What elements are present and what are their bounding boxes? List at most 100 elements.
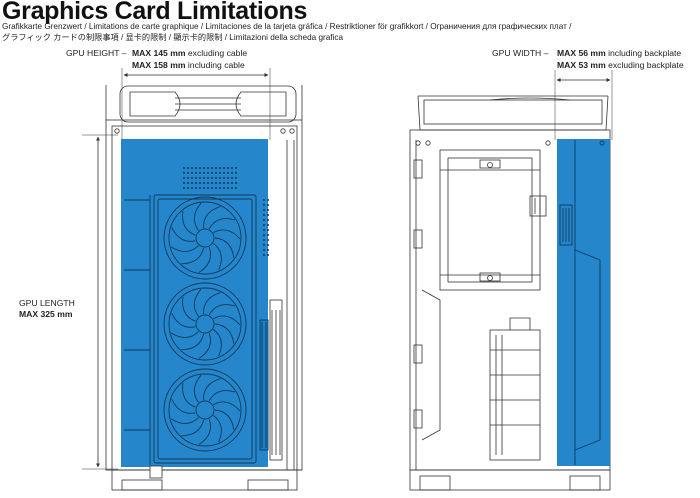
vent-dot <box>191 187 193 189</box>
gpu-length-label: GPU LENGTH MAX 325 mm <box>19 298 75 319</box>
vent-dot <box>267 239 269 241</box>
vent-dot <box>267 224 269 226</box>
vent-dot <box>227 182 229 184</box>
vent-dot <box>207 172 209 174</box>
fan-blade <box>171 313 196 328</box>
riser-cable-left <box>149 299 283 479</box>
vent-dot <box>231 167 233 169</box>
vent-dot <box>211 172 213 174</box>
vent-dot <box>219 172 221 174</box>
vent-dot <box>187 172 189 174</box>
vent-dot <box>207 187 209 189</box>
subtitle: Grafikkarte Grenzwert / Limitations de c… <box>2 22 602 43</box>
gpu-clearance-area-right <box>557 139 610 466</box>
vent-dot <box>211 167 213 169</box>
vent-dot <box>215 182 217 184</box>
fan-blade <box>170 331 199 338</box>
vent-dot <box>263 214 265 216</box>
vent-dot <box>211 182 213 184</box>
vent-dot <box>207 167 209 169</box>
vent-dot <box>215 177 217 179</box>
vent-dot <box>231 177 233 179</box>
vent-dot <box>267 219 269 221</box>
fan-blade <box>170 245 199 252</box>
fan-blade <box>214 237 235 258</box>
vent-dot <box>195 182 197 184</box>
fan-blade <box>203 378 221 401</box>
fan-blade <box>198 246 212 273</box>
front-view <box>82 68 303 491</box>
drive-bay <box>439 149 541 291</box>
gpu-height-max1-note: excluding cable <box>187 48 248 58</box>
gpu-width-max1: MAX 56 mm including backplate <box>557 48 681 59</box>
fan-blade <box>182 210 196 236</box>
gpu-width-max2: MAX 53 mm excluding backplate <box>557 60 684 71</box>
fan-blade <box>213 315 241 326</box>
gpu-side-profile <box>559 140 605 465</box>
vent-dot <box>187 177 189 179</box>
vent-dot <box>223 177 225 179</box>
vent-dot <box>267 229 269 231</box>
fan-blade <box>181 247 205 265</box>
vent-dot <box>203 187 205 189</box>
vent-dot <box>263 199 265 201</box>
fan-blade <box>170 417 199 424</box>
vent-dot <box>267 214 269 216</box>
vent-dot <box>195 177 197 179</box>
vent-dot <box>235 182 237 184</box>
vent-dot <box>219 187 221 189</box>
vent-dot <box>207 177 209 179</box>
fan-blade <box>198 418 212 445</box>
fan-blade <box>213 243 222 271</box>
vent-dot-grid <box>183 167 269 256</box>
gpu-width-max1-value: MAX 56 mm <box>557 48 606 58</box>
gpu-height-max1: MAX 145 mm excluding cable <box>132 48 247 59</box>
vent-dot <box>267 249 269 251</box>
vent-dot <box>263 234 265 236</box>
fan-blade <box>198 332 212 359</box>
gpu-height-max2: MAX 158 mm including cable <box>132 60 245 71</box>
gpu-height-max2-note: including cable <box>187 60 245 70</box>
vent-dot <box>227 177 229 179</box>
vent-dot <box>231 182 233 184</box>
vent-dot <box>183 177 185 179</box>
vent-dot <box>183 187 185 189</box>
gpu-height-label: GPU HEIGHT – <box>66 48 127 58</box>
gpu-width-max2-note: excluding backplate <box>608 60 684 70</box>
vent-dot <box>183 172 185 174</box>
vent-dot <box>227 187 229 189</box>
vent-dot <box>195 187 197 189</box>
subtitle-line-1: Grafikkarte Grenzwert / Limitations de c… <box>2 22 572 31</box>
vent-dot <box>223 187 225 189</box>
vent-dot <box>227 172 229 174</box>
vent-dot <box>199 182 201 184</box>
vent-dot <box>199 187 201 189</box>
vent-dot <box>215 172 217 174</box>
vent-dot <box>263 209 265 211</box>
vent-dot <box>195 167 197 169</box>
gpu-width-max2-value: MAX 53 mm <box>557 60 606 70</box>
vent-dot <box>267 199 269 201</box>
side-view <box>409 70 613 491</box>
vent-dot <box>263 239 265 241</box>
vent-dot <box>223 182 225 184</box>
fan-blade <box>203 206 221 229</box>
vent-dot <box>263 219 265 221</box>
vent-dot <box>219 177 221 179</box>
vent-dot <box>267 234 269 236</box>
vent-dot <box>211 177 213 179</box>
vent-dot <box>231 187 233 189</box>
vent-dot <box>187 167 189 169</box>
vent-dot <box>199 177 201 179</box>
gpu-fan-3 <box>163 368 247 452</box>
pcie-riser <box>489 329 541 461</box>
vent-dot <box>187 187 189 189</box>
vent-dot <box>203 172 205 174</box>
vent-dot <box>203 167 205 169</box>
vent-dot <box>187 182 189 184</box>
fan-blade <box>208 304 236 316</box>
vent-dot <box>183 182 185 184</box>
vent-dot <box>215 187 217 189</box>
fan-blade <box>214 409 235 430</box>
